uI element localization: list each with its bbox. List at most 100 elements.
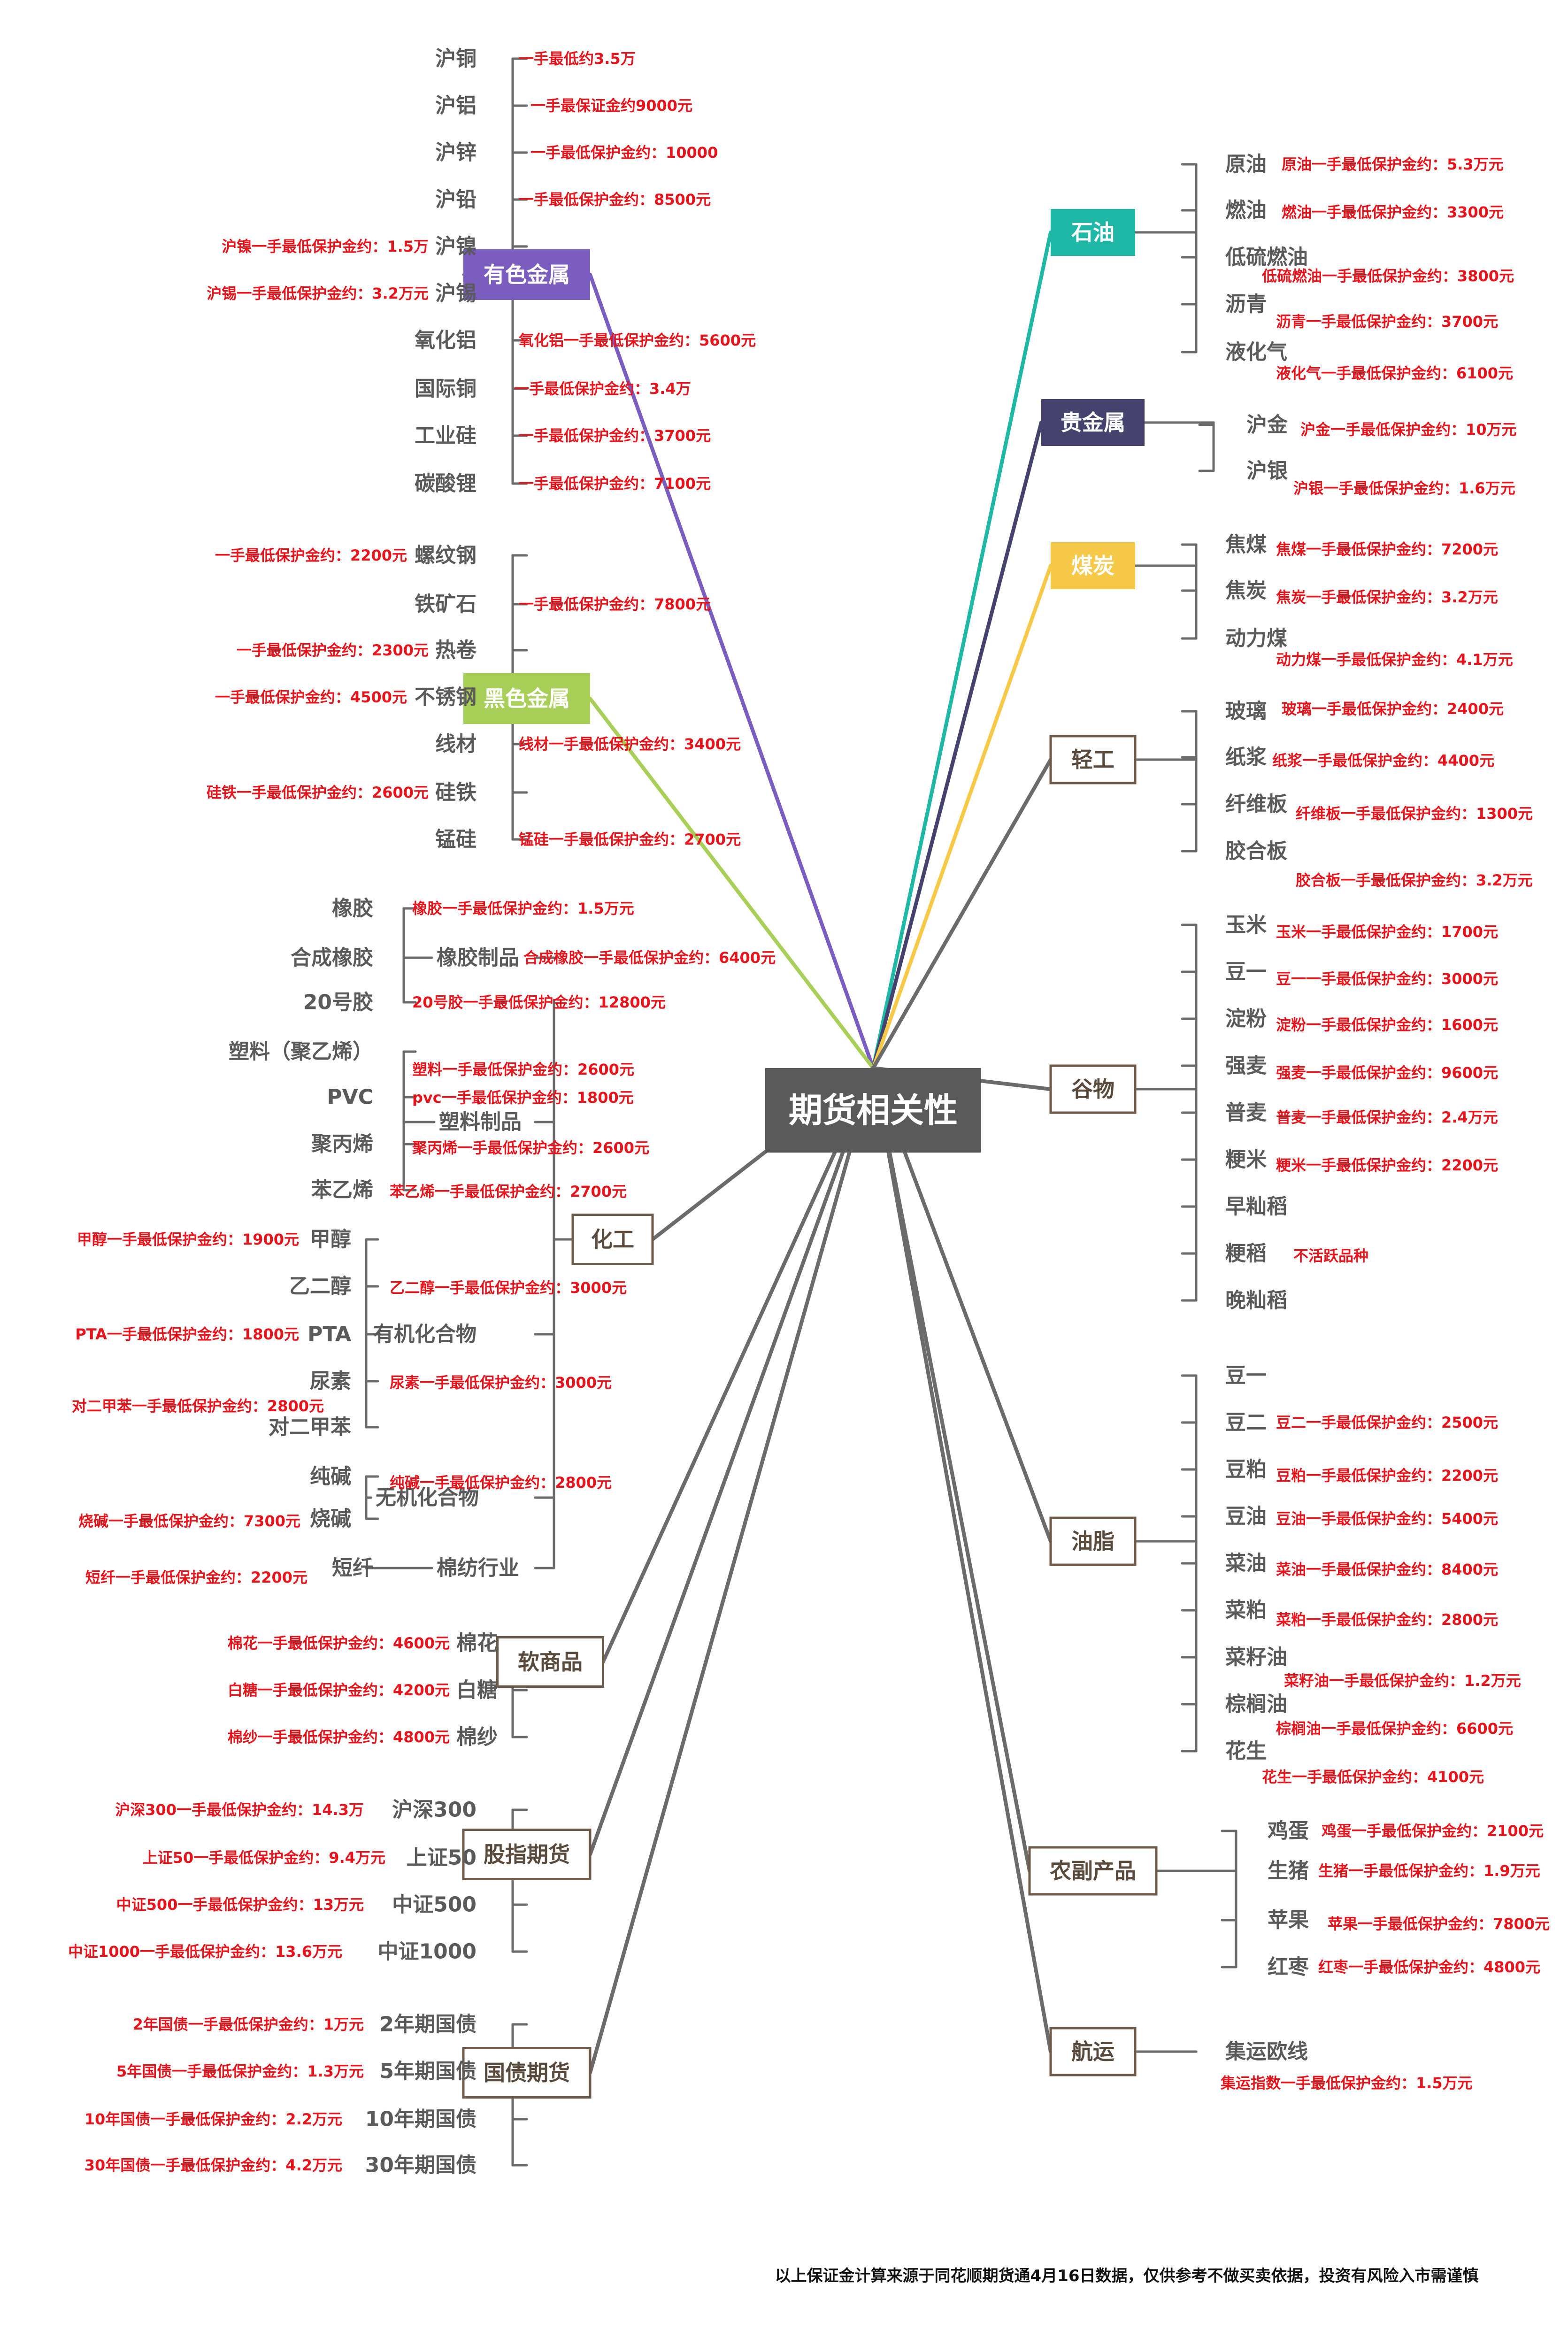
leaf-label: 20号胶	[303, 991, 373, 1015]
category-label: 国债期货	[484, 2060, 570, 2085]
margin-note: 橡胶一手最低保护金约：1.5万元	[412, 900, 634, 917]
leaf-label: 普麦	[1225, 1101, 1267, 1125]
margin-note: 合成橡胶一手最低保护金约：6400元	[523, 949, 776, 967]
category-label: 石油	[1071, 220, 1115, 245]
leaf-label: 豆一	[1225, 960, 1267, 984]
margin-note: 一手最低保护金约：7800元	[519, 595, 711, 613]
margin-note: 塑料一手最低保护金约：2600元	[412, 1061, 634, 1078]
leaf-label: 晚籼稻	[1225, 1289, 1287, 1313]
margin-note: 一手最低保护金约：8500元	[519, 191, 711, 208]
margin-note: 液化气一手最低保护金约：6100元	[1276, 364, 1513, 382]
margin-note: 硅铁一手最低保护金约：2600元	[207, 784, 429, 801]
margin-note: 一手最低约3.5万	[519, 50, 636, 68]
margin-note: 焦煤一手最低保护金约：7200元	[1276, 540, 1498, 558]
margin-note: pvc一手最低保护金约：1800元	[412, 1089, 634, 1107]
category-box	[1049, 1064, 1137, 1114]
leaf-label: 30年期国债	[365, 2153, 477, 2177]
category-box	[463, 249, 590, 300]
leaf-label: PTA	[307, 1323, 351, 1346]
leaf-label: 动力煤	[1225, 627, 1287, 651]
leaf-label: 中证1000	[378, 1940, 477, 1964]
group-label: 塑料制品	[439, 1110, 522, 1134]
margin-note: 一手最低保护金约：10000	[530, 144, 718, 161]
leaf-label: 玉米	[1225, 913, 1267, 937]
margin-note: 焦炭一手最低保护金约：3.2万元	[1276, 588, 1498, 606]
leaf-label: 上证50	[407, 1846, 477, 1870]
leaf-label: 沪铜	[435, 47, 477, 71]
category-box	[1049, 2027, 1137, 2076]
leaf-label: 沪铅	[435, 188, 477, 212]
category-box	[571, 1214, 654, 1265]
leaf-label: 豆粕	[1225, 1458, 1267, 1482]
category-label: 有色金属	[484, 262, 570, 287]
leaf-label: 2年期国债	[379, 2013, 477, 2037]
margin-note: 生猪一手最低保护金约：1.9万元	[1318, 1862, 1540, 1880]
margin-note: 粳米一手最低保护金约：2200元	[1276, 1156, 1498, 1174]
margin-note: 一手最低保护金约：3.4万	[514, 380, 691, 398]
margin-note: 苹果一手最低保护金约：7800元	[1328, 1915, 1550, 1933]
margin-note: 沥青一手最低保护金约：3700元	[1276, 313, 1498, 331]
margin-note: 花生一手最低保护金约：4100元	[1262, 1768, 1484, 1786]
leaf-label: 工业硅	[415, 424, 477, 448]
trunk-line	[871, 421, 1043, 1070]
margin-note: 一手最低保护金约：2300元	[237, 641, 429, 659]
margin-note: 普麦一手最低保护金约：2.4万元	[1276, 1108, 1498, 1126]
trunk-line	[601, 1066, 875, 1664]
leaf-label: 菜粕	[1225, 1599, 1267, 1623]
margin-note: 聚丙烯一手最低保护金约：2600元	[412, 1139, 649, 1157]
margin-note: 20号胶一手最低保护金约：12800元	[412, 993, 666, 1011]
margin-note: 红枣一手最低保护金约：4800元	[1318, 1958, 1540, 1976]
leaf-label: 短纤	[332, 1556, 373, 1580]
margin-note: 氧化铝一手最低保护金约：5600元	[519, 331, 756, 349]
margin-note: 沪深300一手最低保护金约：14.3万	[115, 1801, 364, 1819]
leaf-label: 低硫燃油	[1225, 246, 1308, 269]
category-box	[1028, 1846, 1158, 1896]
leaf-label: 焦煤	[1225, 533, 1267, 557]
leaf-label: 焦炭	[1225, 579, 1267, 603]
leaf-label: 红枣	[1268, 1955, 1309, 1979]
leaf-label: 尿素	[310, 1369, 351, 1393]
category-label: 谷物	[1071, 1077, 1115, 1102]
leaf-label: 铁矿石	[415, 592, 477, 616]
category-label: 化工	[591, 1227, 634, 1252]
margin-note: 30年国债一手最低保护金约：4.2万元	[85, 2156, 342, 2174]
category-label: 煤炭	[1071, 553, 1115, 578]
category-box	[1049, 1516, 1137, 1566]
leaf-label: 锰硅	[435, 828, 477, 852]
group-label: 棉纺行业	[437, 1556, 519, 1580]
center-title: 期货相关性	[789, 1091, 958, 1130]
margin-note: 沪银一手最低保护金约：1.6万元	[1293, 479, 1515, 497]
category-box	[462, 1829, 592, 1880]
margin-note: 线材一手最低保护金约：3400元	[519, 735, 741, 753]
trunk-line	[871, 231, 1053, 1070]
leaf-label: 豆油	[1225, 1505, 1267, 1529]
leaf-label: 豆一	[1225, 1364, 1267, 1388]
leaf-label: 燃油	[1225, 199, 1267, 223]
margin-note: 豆二一手最低保护金约：2500元	[1276, 1414, 1498, 1431]
group-label: 无机化合物	[376, 1486, 479, 1510]
leaf-label: 沪铝	[435, 94, 477, 118]
leaf-label: 沪银	[1246, 459, 1288, 483]
margin-note: 一手最低保护金约：7100元	[519, 475, 711, 492]
category-box	[1051, 209, 1135, 256]
leaf-label: 沪锡	[435, 282, 477, 306]
leaf-label: 棉花	[456, 1631, 498, 1655]
trunk-line	[871, 1066, 1031, 1873]
leaf-label: 强麦	[1225, 1054, 1267, 1078]
category-label: 贵金属	[1061, 410, 1125, 435]
margin-note: 低硫燃油一手最低保护金约：3800元	[1262, 267, 1514, 285]
category-label: 黑色金属	[484, 686, 570, 711]
leaf-label: 淀粉	[1225, 1007, 1267, 1031]
margin-note: 对二甲苯一手最低保护金约：2800元	[72, 1397, 324, 1415]
category-box	[463, 673, 590, 724]
category-box	[462, 2047, 592, 2099]
category-box	[1049, 735, 1137, 784]
category-box	[496, 1636, 604, 1688]
margin-note: 中证1000一手最低保护金约：13.6万元	[68, 1943, 342, 1961]
leaf-label: 螺纹钢	[415, 544, 477, 568]
margin-note: PTA一手最低保护金约：1800元	[75, 1325, 299, 1343]
leaf-label: 玻璃	[1225, 700, 1267, 723]
leaf-label: 碳酸锂	[415, 472, 477, 496]
trunk-line	[871, 564, 1053, 1070]
